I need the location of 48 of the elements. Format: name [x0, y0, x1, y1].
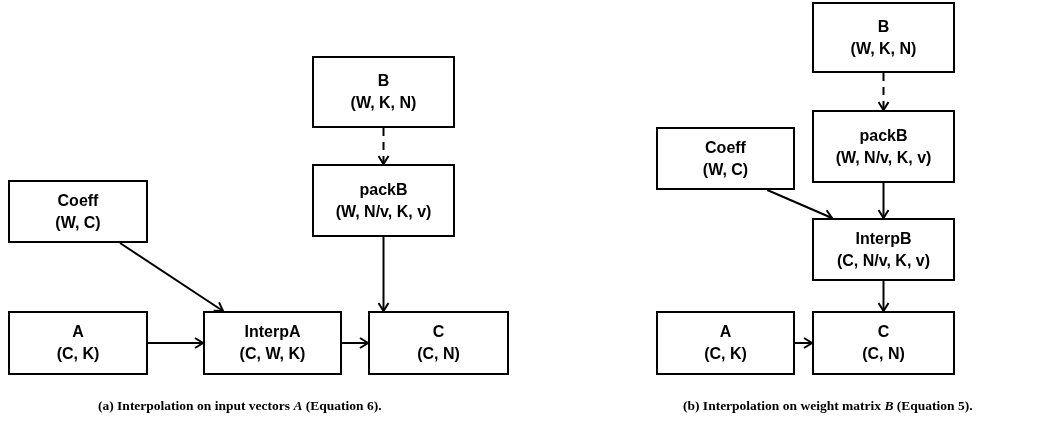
- node-title: B: [377, 71, 390, 91]
- dimension-text: (C, N): [417, 344, 460, 364]
- node-box: [203, 311, 342, 375]
- dimension-text: (W, N/v, K, v): [835, 147, 932, 168]
- arrow: [377, 127, 390, 165]
- node-title: Coeff: [705, 137, 746, 158]
- arrow: [119, 242, 224, 312]
- node-title: A: [72, 322, 84, 342]
- dimension-text: (W, K, N): [350, 93, 417, 113]
- arrow: [147, 337, 204, 349]
- node-title: A: [719, 322, 732, 342]
- node-box: [368, 311, 509, 375]
- arrow: [377, 236, 390, 312]
- node-box: [656, 311, 795, 375]
- figure-caption: (a) Interpolation on input vectors A (Equation 6).: [98, 398, 382, 414]
- dimension-text: (C, K): [704, 344, 747, 364]
- node-box: [656, 127, 795, 190]
- node-title: B: [877, 16, 890, 37]
- node-title: InterpA: [244, 322, 301, 342]
- arrow: [877, 182, 890, 219]
- node-box: [312, 56, 455, 128]
- arrow: [877, 72, 890, 111]
- arrow: [794, 337, 813, 349]
- node-title: C: [432, 322, 445, 342]
- dimension-text: (W, N/v, K, v): [335, 201, 432, 222]
- arrow: [766, 189, 833, 221]
- node-title: Coeff: [57, 190, 99, 211]
- dimension-text: (W, C): [55, 212, 101, 233]
- node-box: [812, 2, 955, 73]
- node-box: [812, 311, 955, 375]
- node-box: [8, 180, 148, 243]
- node-title: InterpB: [855, 228, 912, 249]
- node-title: packB: [859, 125, 908, 146]
- dimension-text: (C, N/v, K, v): [836, 250, 930, 271]
- arrow: [341, 337, 369, 349]
- node-box: [8, 311, 148, 375]
- node-box: [812, 110, 955, 183]
- dimension-text: (C, W, K): [239, 344, 306, 364]
- node-title: C: [877, 322, 890, 342]
- node-box: [312, 164, 455, 237]
- node-box: [812, 218, 955, 281]
- dimension-text: (C, K): [56, 344, 100, 364]
- dimension-text: (W, K, N): [850, 38, 917, 59]
- dimension-text: (C, N): [862, 344, 905, 364]
- node-title: packB: [359, 179, 408, 200]
- figure-caption: (b) Interpolation on weight matrix B (Equation 5).: [683, 398, 973, 414]
- dimension-text: (W, C): [702, 159, 749, 180]
- arrow: [877, 280, 890, 312]
